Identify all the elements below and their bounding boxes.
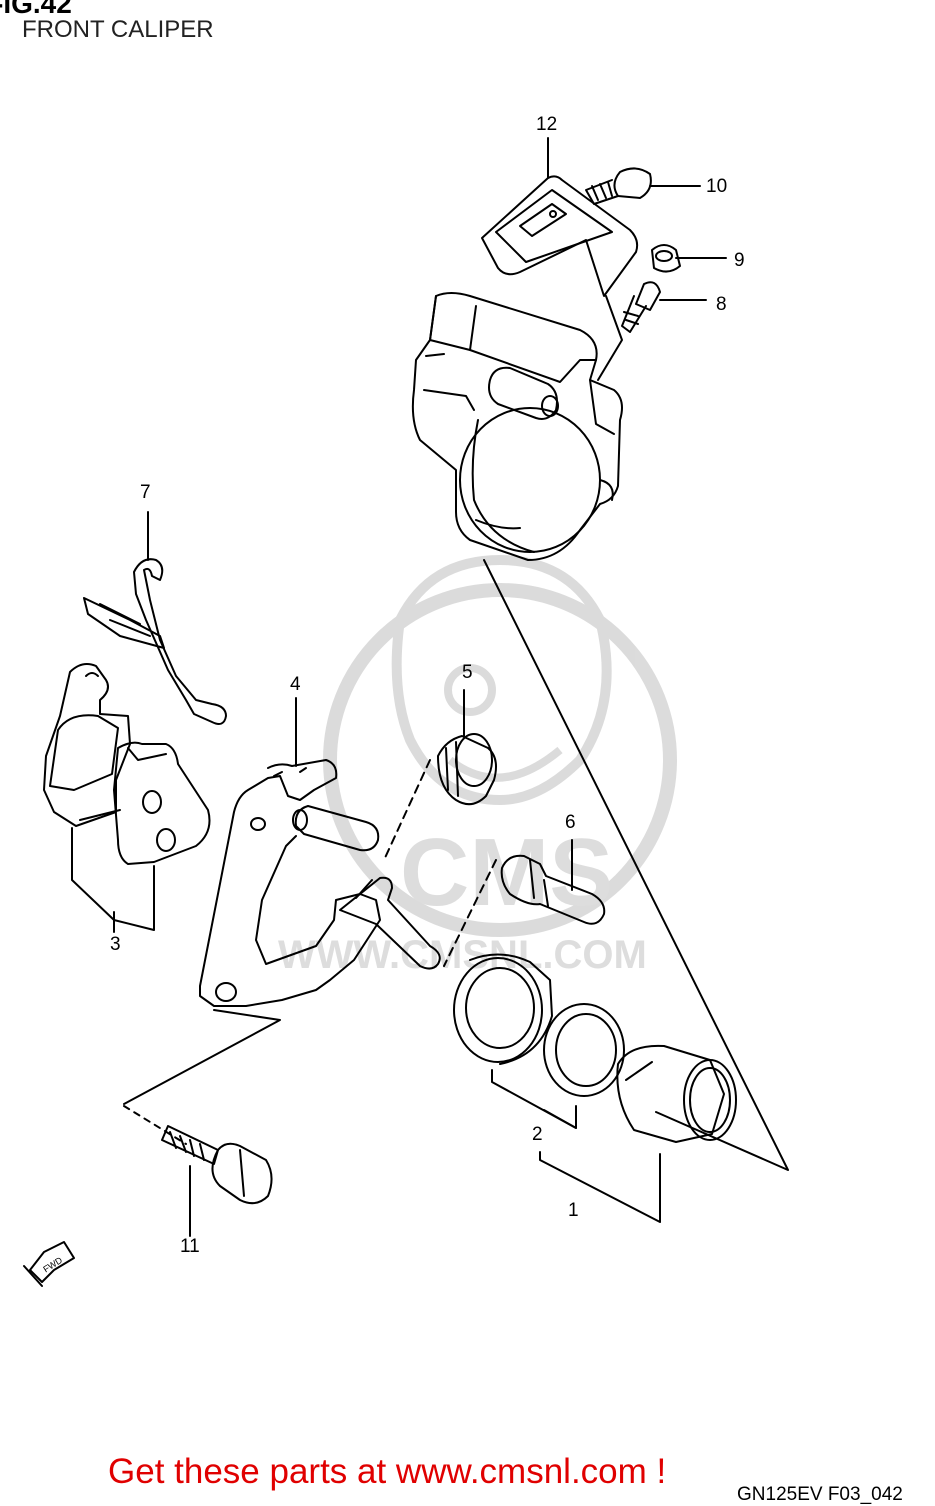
leader-12-caliper bbox=[597, 295, 623, 381]
part-2-piston-seal bbox=[543, 1003, 625, 1129]
part-piston bbox=[616, 1044, 737, 1143]
part-dust-seal bbox=[453, 953, 553, 1065]
leader-part-1 bbox=[539, 1151, 661, 1223]
callout-5: 5 bbox=[462, 662, 473, 683]
callout-6: 6 bbox=[565, 812, 576, 833]
callout-7: 7 bbox=[140, 482, 151, 503]
figure-title: FRONT CALIPER bbox=[22, 16, 214, 43]
part-4-caliper-bracket bbox=[199, 697, 381, 1007]
watermark-eye bbox=[444, 664, 496, 716]
callout-4: 4 bbox=[290, 674, 301, 695]
drawing-code: GN125EV F03_042 bbox=[737, 1484, 903, 1505]
watermark-face bbox=[391, 554, 612, 806]
bracket-pin-lower bbox=[339, 876, 441, 970]
callout-10: 10 bbox=[706, 176, 727, 197]
part-12-pad-cover bbox=[481, 175, 639, 297]
figure-number: -IG.42 bbox=[0, 0, 72, 19]
part-9-bleeder-cap bbox=[651, 244, 681, 273]
callout-12: 12 bbox=[536, 114, 557, 135]
watermark-smile bbox=[447, 746, 563, 782]
caliper-body bbox=[411, 292, 623, 561]
part-7-pad-spring bbox=[83, 511, 227, 725]
leader-11-dashed bbox=[123, 1105, 187, 1145]
callout-11: 11 bbox=[180, 1236, 200, 1257]
leader-6-dashed bbox=[443, 859, 497, 967]
get-parts-link[interactable]: Get these parts at www.cmsnl.com ! bbox=[108, 1452, 667, 1491]
callout-3: 3 bbox=[110, 934, 121, 955]
callout-2: 2 bbox=[532, 1124, 543, 1145]
callout-9: 9 bbox=[734, 250, 745, 271]
callout-1: 1 bbox=[568, 1200, 579, 1221]
part-3-brake-pads bbox=[43, 663, 211, 933]
watermark-url: WWW.CMSNL.COM bbox=[278, 933, 647, 977]
leader-caliper-to-1 bbox=[483, 559, 789, 1171]
part-8-bleeder-valve bbox=[621, 281, 661, 333]
leader-5-dashed bbox=[383, 759, 431, 861]
part-5-dust-boot bbox=[437, 689, 497, 806]
leader-bracket-to-11 bbox=[123, 1009, 281, 1105]
part-11-bracket-bolt bbox=[161, 1125, 273, 1237]
part-10-screw bbox=[585, 167, 652, 205]
part-6-slide-pin bbox=[500, 839, 606, 925]
watermark: CMS WWW.CMSNL.COM bbox=[278, 554, 677, 977]
bracket-pin-upper bbox=[292, 805, 380, 852]
fwd-arrow-icon bbox=[23, 1241, 75, 1287]
leader-part-2 bbox=[491, 1069, 577, 1129]
callout-8: 8 bbox=[716, 294, 727, 315]
watermark-logo-text: CMS bbox=[400, 819, 613, 926]
